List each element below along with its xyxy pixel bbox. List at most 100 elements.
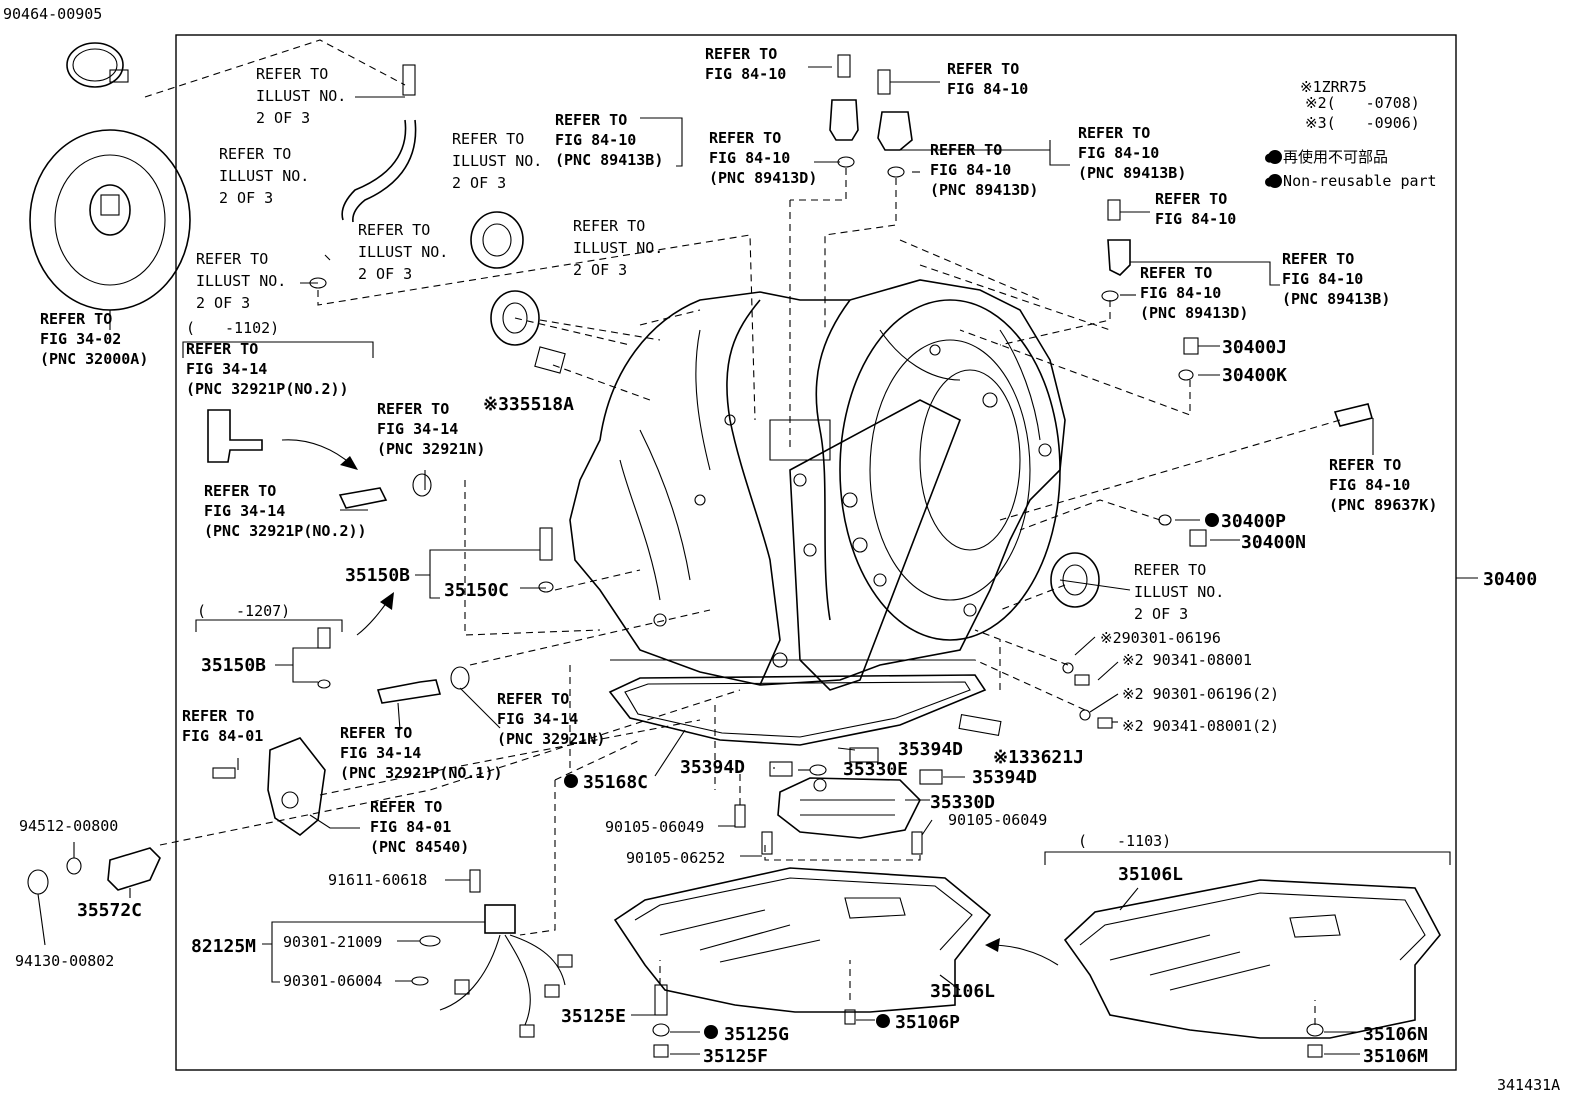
refer-label-r-fig3414-n2-line3: (PNC 32921N) [497, 730, 605, 748]
part-number-p90301-06196: ※290301-06196 [1100, 629, 1221, 647]
refer-label-r-fig3414-p2-line3: (PNC 32921P(NO.2)) [204, 522, 367, 540]
part-number-p35572C: 35572C [77, 900, 142, 921]
pipe-union-b [376, 679, 442, 704]
refer-label-r-ill-top-line1: REFER TO [256, 65, 328, 83]
refer-label-r-8410-d-line2: FIG 84-10 [947, 80, 1028, 98]
oil-seal-3 [1050, 552, 1100, 608]
refer-label-r-fig3414-n-line1: REFER TO [377, 400, 449, 418]
refer-label-r-fig3414-n2-line2: FIG 34-14 [497, 710, 578, 728]
non-reusable-markers [564, 150, 1282, 1039]
part-number-p35394D-c: 35394D [972, 767, 1037, 788]
refer-label-r-8410-k-line2: FIG 84-10 [1329, 476, 1410, 494]
part-number-p35106N: 35106N [1363, 1024, 1428, 1045]
date-range-1103: ( -1103) [1078, 832, 1171, 850]
speed-sensor-a [829, 99, 859, 141]
oil-strainer [777, 777, 921, 839]
part-number-p35106L-a: 35106L [1118, 864, 1183, 885]
part-number-p90301-06196-2: ※2 90301-06196(2) [1122, 685, 1279, 703]
part-number-p94130: 94130-00802 [15, 952, 114, 970]
part-number-p35518A: ※335518A [483, 394, 574, 415]
refer-label-r-8410-c-line2: FIG 84-10 [709, 149, 790, 167]
callout-labels: REFER TO ILLUST NO. 2 OF 3 REFER TO ILLUST N… [3, 5, 1560, 1094]
part-number-p35330E: 35330E [843, 759, 908, 780]
dashed-leaders [144, 39, 1341, 1025]
part-number-p30400J: 30400J [1222, 337, 1287, 358]
refer-label-r-fig3402-line2: FIG 34-02 [40, 330, 121, 348]
refer-label-r-ill-mid-line1: REFER TO [573, 217, 645, 235]
temp-sensor [1333, 403, 1373, 427]
refer-label-r-ill-hose-line3: 2 OF 3 [219, 189, 273, 207]
refer-label-r-ill-left-line2: ILLUST NO. [196, 272, 286, 290]
part-number-p35150B-b: 35150B [201, 655, 266, 676]
refer-label-r-ill-right-line2: ILLUST NO. [1134, 583, 1224, 601]
refer-label-r-fig3414-p2-line1: REFER TO [204, 482, 276, 500]
refer-label-r-8410-b-line3: (PNC 89413B) [555, 151, 663, 169]
legend-note-2: ※2( -0708) [1305, 94, 1420, 112]
part-number-p35125G: 35125G [724, 1024, 789, 1045]
part-number-p35330D: 35330D [930, 792, 995, 813]
refer-label-r-8410-i-line3: (PNC 89413B) [1282, 290, 1390, 308]
refer-label-r-fig3414-box-line1: REFER TO [186, 340, 258, 358]
part-number-p91611: 91611-60618 [328, 871, 427, 889]
solid-leaders [37, 66, 1451, 1055]
refer-label-r-ill-seal-line1: REFER TO [452, 130, 524, 148]
refer-label-r-fig3402-line3: (PNC 32000A) [40, 350, 148, 368]
refer-label-r-8410-f-line2: FIG 84-10 [1078, 144, 1159, 162]
speed-sensor-c [1107, 239, 1131, 276]
date-range-1102: ( -1102) [186, 319, 279, 337]
refer-label-r-8410-g-line1: REFER TO [1155, 190, 1227, 208]
refer-label-r-fig3402-line1: REFER TO [40, 310, 112, 328]
part-number-p30400K: 30400K [1222, 365, 1287, 386]
refer-label-r-8410-k-line3: (PNC 89637K) [1329, 496, 1437, 514]
refer-label-r-8410-a-line1: REFER TO [705, 45, 777, 63]
part-number-p90301-21009: 90301-21009 [283, 933, 382, 951]
transaxle-housing [569, 279, 1066, 691]
part-number-p90105-b: 90105-06049 [948, 811, 1047, 829]
union-fitting-no2 [207, 409, 263, 463]
refer-label-r-8410-d-line1: REFER TO [947, 60, 1019, 78]
legend-non-reusable-en: ● Non-reusable part [1265, 172, 1437, 190]
refer-label-r-ill-hose-line1: REFER TO [219, 145, 291, 163]
part-number-p35125F: 35125F [703, 1046, 768, 1067]
refer-label-r-ill-hose-line2: ILLUST NO. [219, 167, 309, 185]
refer-label-r-8410-e-line3: (PNC 89413D) [930, 181, 1038, 199]
part-number-p35394D-b: 35394D [680, 757, 745, 778]
part-number-p90105-a: 90105-06049 [605, 818, 704, 836]
refer-label-r-ill-right-line1: REFER TO [1134, 561, 1206, 579]
date-range-1207: ( -1207) [197, 602, 290, 620]
wire-harness-82125m [439, 904, 573, 1038]
part-number-p90105-06252: 90105-06252 [626, 849, 725, 867]
neutral-start-switch [267, 737, 326, 837]
refer-label-r-8410-a-line2: FIG 84-10 [705, 65, 786, 83]
refer-label-r-fig3414-n-line3: (PNC 32921N) [377, 440, 485, 458]
pan-gasket [608, 674, 987, 746]
refer-label-r-8410-h-line1: REFER TO [1140, 264, 1212, 282]
part-number-p35168C: 35168C [583, 772, 648, 793]
refer-label-r-fig3414-box-line3: (PNC 32921P(NO.2)) [186, 380, 349, 398]
refer-label-r-fig8401-sw-line1: REFER TO [370, 798, 442, 816]
refer-label-r-ill-fitting-line3: 2 OF 3 [358, 265, 412, 283]
part-number-p35125E: 35125E [561, 1006, 626, 1027]
refer-label-r-8410-f-line3: (PNC 89413B) [1078, 164, 1186, 182]
refer-label-r-fig8401-sw-line2: FIG 84-01 [370, 818, 451, 836]
bracket-35572c [107, 847, 161, 891]
part-number-p35394D-a: 35394D [898, 739, 963, 760]
oil-seal-2 [490, 290, 540, 346]
part-number-p90341-08001: ※2 90341-08001 [1122, 651, 1252, 669]
refer-label-r-ill-fitting-line1: REFER TO [358, 221, 430, 239]
oil-seal-1 [470, 211, 524, 269]
refer-label-r-ill-top-line3: 2 OF 3 [256, 109, 310, 127]
refer-label-r-8410-h-line2: FIG 84-10 [1140, 284, 1221, 302]
refer-label-r-8410-i-line1: REFER TO [1282, 250, 1354, 268]
refer-label-r-8410-f-line1: REFER TO [1078, 124, 1150, 142]
main-frame [175, 34, 1457, 1071]
part-number-p35150B-a: 35150B [345, 565, 410, 586]
refer-label-r-ill-top-line2: ILLUST NO. [256, 87, 346, 105]
hose-clamp [66, 42, 129, 88]
speed-sensor-b [877, 111, 913, 151]
refer-label-r-8410-b-line1: REFER TO [555, 111, 627, 129]
part-number-p35106M: 35106M [1363, 1046, 1428, 1067]
refer-label-r-fig8401-bolt-line1: REFER TO [182, 707, 254, 725]
